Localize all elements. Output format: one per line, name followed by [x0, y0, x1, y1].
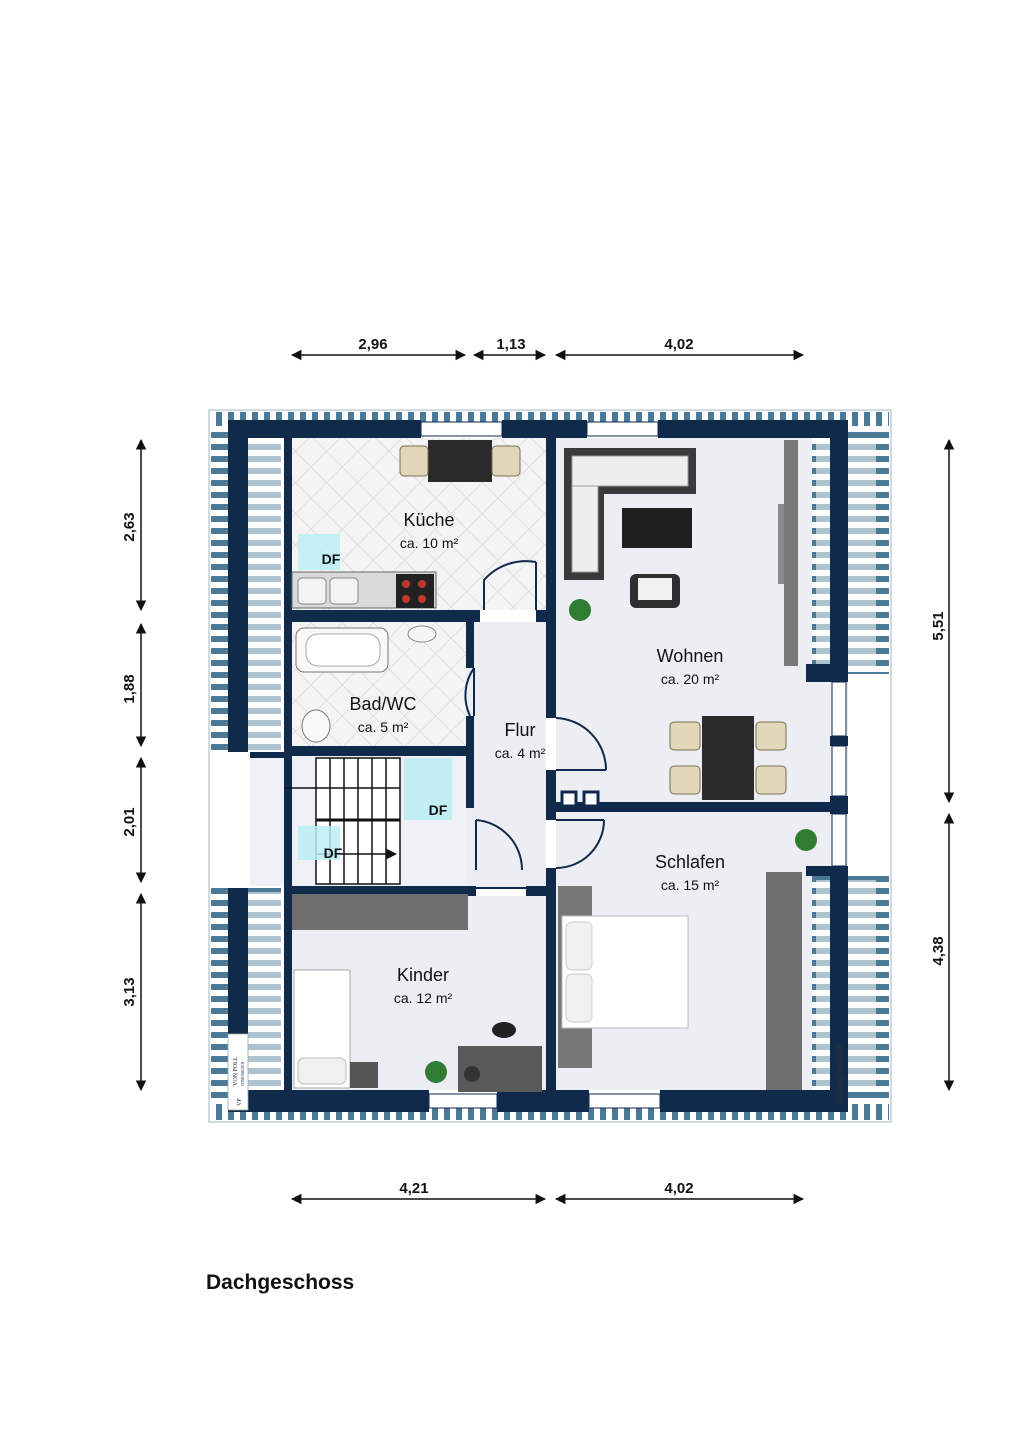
von-poll-logo: VP VON POLL IMMOBILIEN: [227, 1033, 249, 1111]
room-name-kinder: Kinder: [397, 965, 449, 985]
kitchen-furniture: [291, 440, 521, 609]
room-area-schlafen: ca. 15 m²: [661, 877, 720, 893]
dim-left-3: 2,01: [121, 807, 138, 836]
room-name-flur: Flur: [505, 720, 536, 740]
dim-right-1: 5,51: [930, 611, 947, 640]
room-name-schlafen: Schlafen: [655, 852, 725, 872]
room-area-kueche: ca. 10 m²: [400, 535, 459, 551]
bathroom-fixtures: [295, 625, 437, 743]
dimension-labels: 2,96 1,13 4,02 4,21 4,02 2,63 1,88 2,01 …: [121, 336, 947, 1197]
logo-mark: VP: [237, 1098, 243, 1106]
room-name-wohnen: Wohnen: [657, 646, 724, 666]
skylight-label-kueche: DF: [322, 551, 341, 567]
windows: [420, 421, 847, 1109]
logo-sub: IMMOBILIEN: [240, 1061, 245, 1086]
skylights: [298, 534, 452, 860]
room-area-kinder: ca. 12 m²: [394, 990, 453, 1006]
kids-furniture: [292, 894, 542, 1092]
living-furniture: [564, 440, 798, 800]
dim-left-1: 2,63: [121, 512, 138, 541]
room-labels: Küche ca. 10 m² Wohnen ca. 20 m² Bad/WC …: [322, 510, 725, 1006]
room-area-wohnen: ca. 20 m²: [661, 671, 720, 687]
dim-right-2: 4,38: [930, 936, 947, 965]
dimension-lines: [135, 349, 955, 1205]
skylight-label-stair: DF: [429, 802, 448, 818]
credit-text: Immogrundriss: [834, 1044, 844, 1104]
plant-icons: [425, 599, 817, 1083]
dim-bottom-1: 4,21: [399, 1180, 428, 1197]
dim-left-4: 3,13: [121, 977, 138, 1006]
room-area-flur: ca. 4 m²: [495, 745, 546, 761]
dim-top-2: 1,13: [496, 336, 525, 353]
room-name-bad: Bad/WC: [349, 694, 416, 714]
room-area-bad: ca. 5 m²: [358, 719, 409, 735]
floor-title: Dachgeschoss: [206, 1271, 355, 1294]
dim-left-2: 1,88: [121, 674, 138, 703]
staircase: [284, 757, 401, 885]
door-swings: [464, 560, 607, 889]
bedroom-furniture: [558, 872, 802, 1090]
dim-top-3: 4,02: [664, 336, 693, 353]
dim-bottom-2: 4,02: [664, 1180, 693, 1197]
skylight-label-hall: DF: [324, 845, 343, 861]
room-name-kueche: Küche: [403, 510, 454, 530]
logo-name: VON POLL: [233, 1056, 239, 1086]
dim-top-1: 2,96: [358, 336, 387, 353]
